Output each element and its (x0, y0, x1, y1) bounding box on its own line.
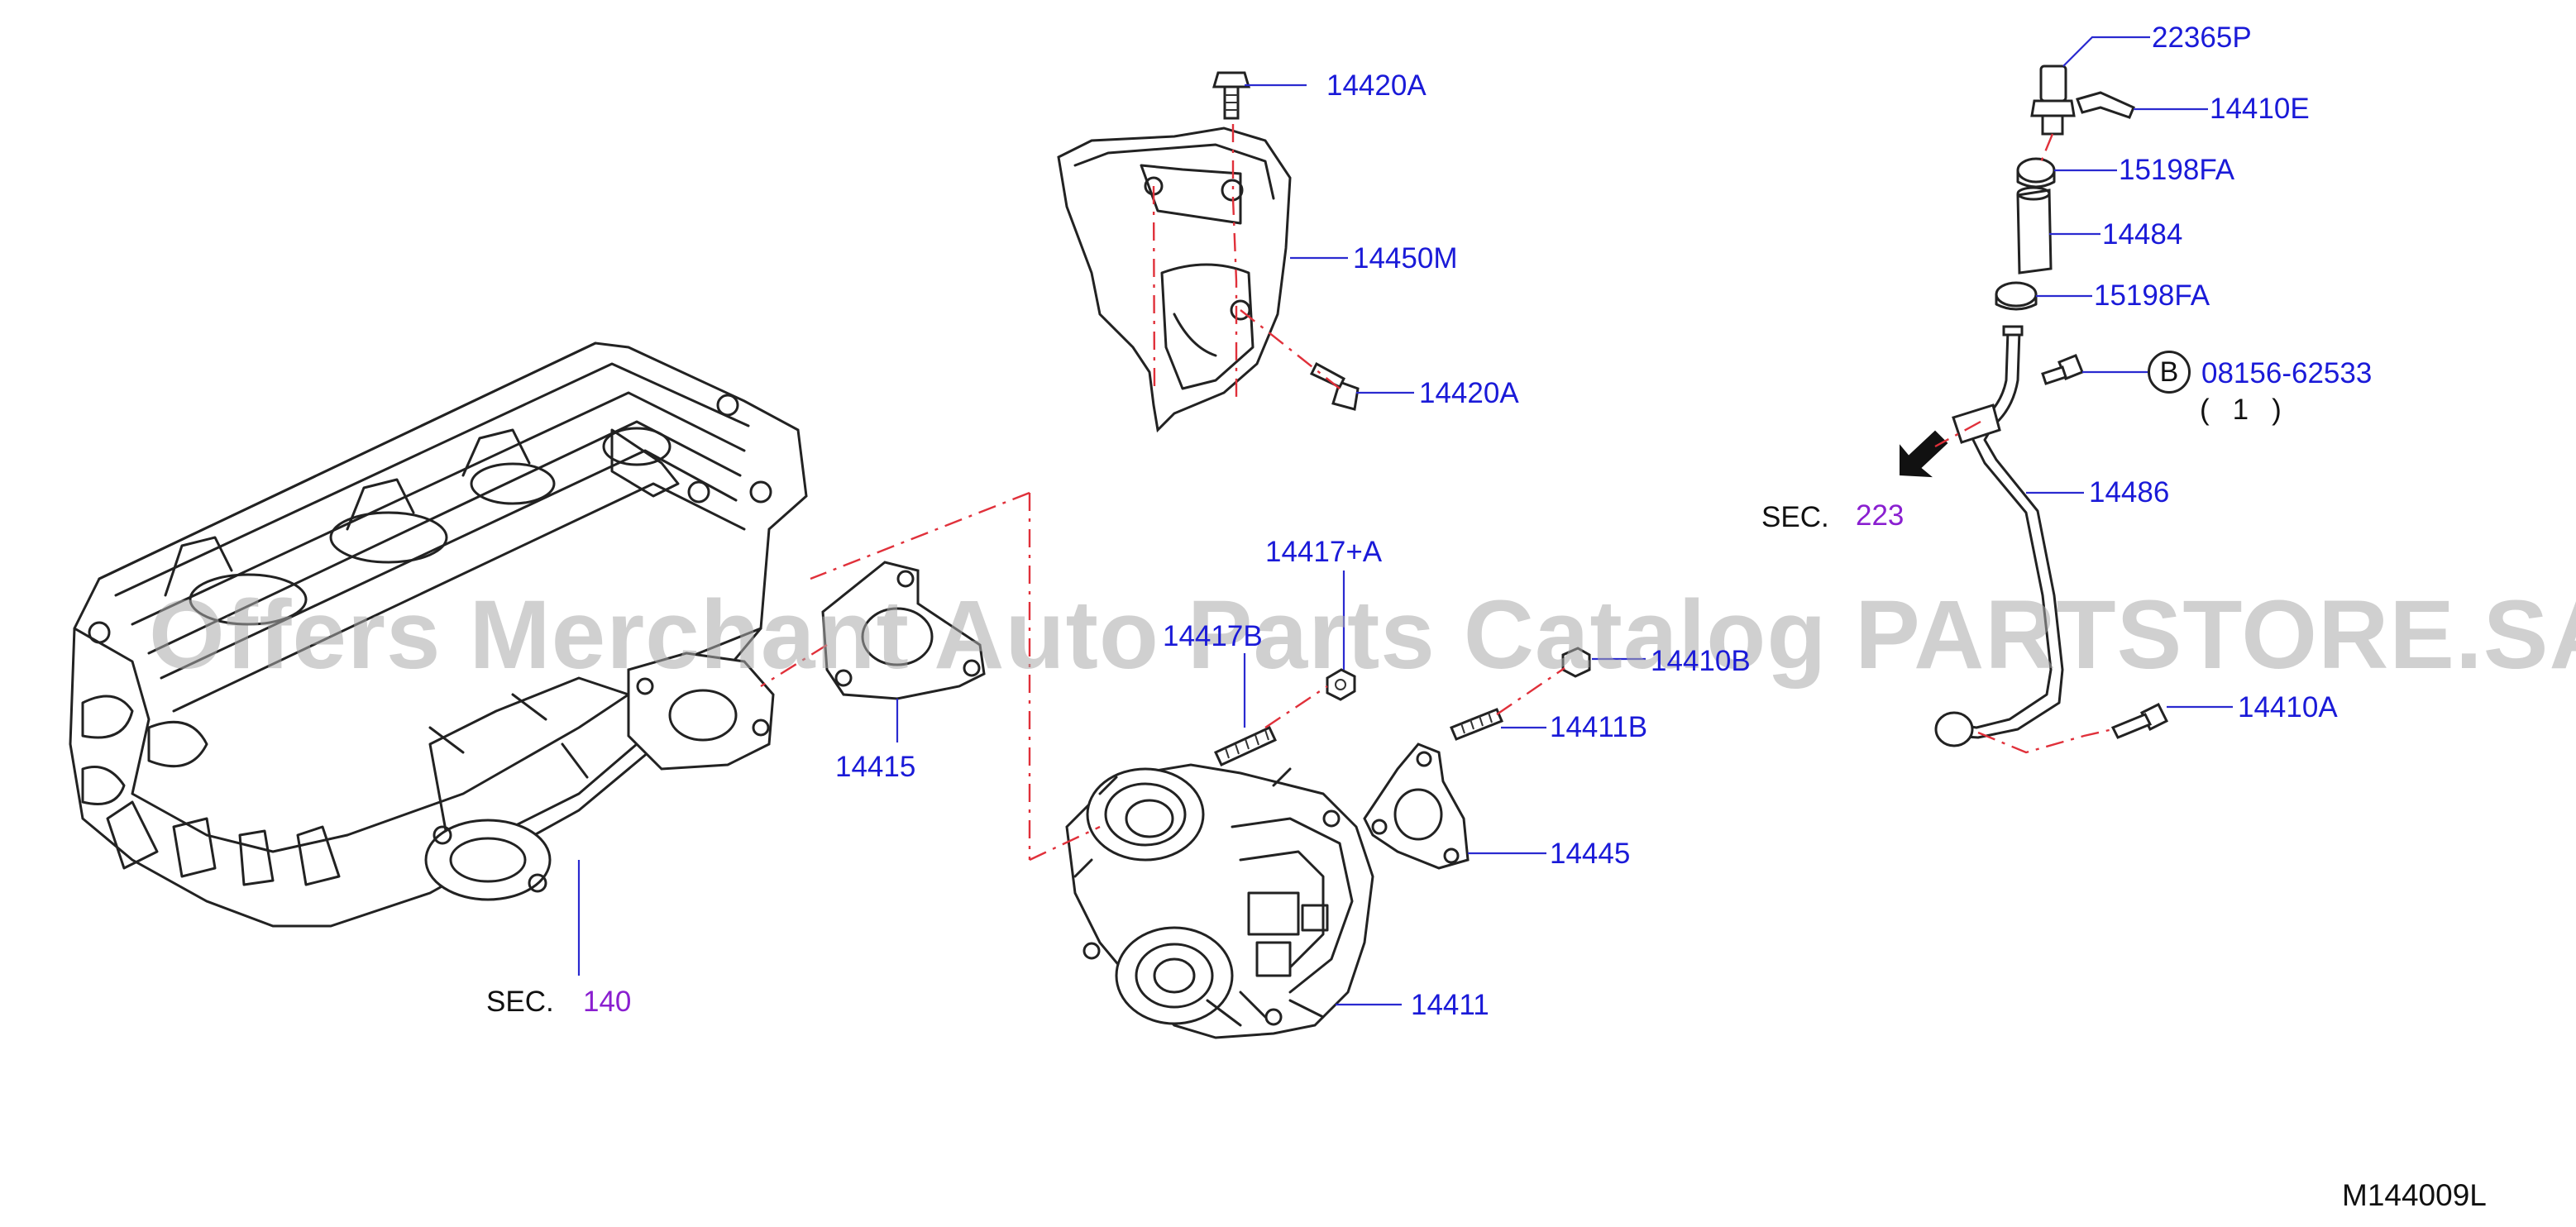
clamp-15198fa-top-drawing (2016, 157, 2056, 189)
section-ref-140-number[interactable]: 140 (583, 986, 632, 1018)
clip-14410e-drawing (2076, 91, 2135, 119)
sensor-22365p-drawing (2030, 64, 2076, 136)
section-ref-223-prefix: SEC. (1761, 501, 1829, 533)
arrow-sec-223 (1900, 430, 1948, 478)
leader-lines (577, 36, 2233, 1006)
gasket-14445-drawing (1363, 742, 1470, 870)
part-label-14410b[interactable]: 14410B (1651, 645, 1751, 677)
bolt-14420a-top-drawing (1212, 71, 1251, 120)
part-quantity-08156-62533: (1) (2200, 394, 2305, 426)
bolt-14410a-drawing (2110, 702, 2169, 739)
centerlines (760, 124, 2114, 862)
turbocharger-14411-drawing (1065, 763, 1374, 1039)
section-ref-140-prefix: SEC. (486, 986, 554, 1018)
part-label-15198fa-bottom[interactable]: 15198FA (2094, 279, 2210, 312)
part-label-14410a[interactable]: 14410A (2238, 691, 2338, 723)
nut-14417a-drawing (1326, 668, 1356, 701)
stud-14411b-drawing (1450, 708, 1503, 741)
part-label-14411[interactable]: 14411 (1411, 989, 1489, 1021)
bolt-08156-62533-drawing (2041, 354, 2084, 385)
part-label-14417a[interactable]: 14417+A (1265, 536, 1383, 568)
part-label-22365p[interactable]: 22365P (2152, 21, 2252, 54)
part-label-14415[interactable]: 14415 (835, 751, 916, 783)
diagram-code: M144009L (2342, 1178, 2487, 1212)
part-label-14410e[interactable]: 14410E (2210, 93, 2310, 125)
part-label-14450m[interactable]: 14450M (1353, 242, 1458, 275)
part-label-14420a-top[interactable]: 14420A (1326, 69, 1427, 102)
part-label-08156-62533[interactable]: 08156-62533 (2201, 357, 2373, 389)
part-label-14445[interactable]: 14445 (1550, 838, 1631, 870)
part-label-14484[interactable]: 14484 (2102, 218, 2183, 251)
clamp-15198fa-bottom-drawing (1995, 281, 2038, 311)
part-label-14417b[interactable]: 14417B (1163, 620, 1263, 652)
part-label-14486[interactable]: 14486 (2089, 476, 2170, 508)
gasket-14415-drawing (821, 561, 986, 700)
watermark-text: Offers Merchant Auto Parts Catalog PARTS… (149, 580, 2576, 690)
bolt-type-badge: B (2148, 351, 2191, 394)
section-ref-223-number[interactable]: 223 (1856, 499, 1905, 532)
cylinder-head-drawing (69, 341, 808, 928)
heat-insulator-14450m-drawing (1057, 127, 1292, 433)
part-label-14420a-mid[interactable]: 14420A (1419, 377, 1519, 409)
part-label-14411b[interactable]: 14411B (1550, 711, 1648, 743)
part-label-15198fa-top[interactable]: 15198FA (2119, 154, 2235, 186)
stud-14417b-drawing (1214, 726, 1277, 766)
hose-14484-drawing (2016, 186, 2053, 275)
